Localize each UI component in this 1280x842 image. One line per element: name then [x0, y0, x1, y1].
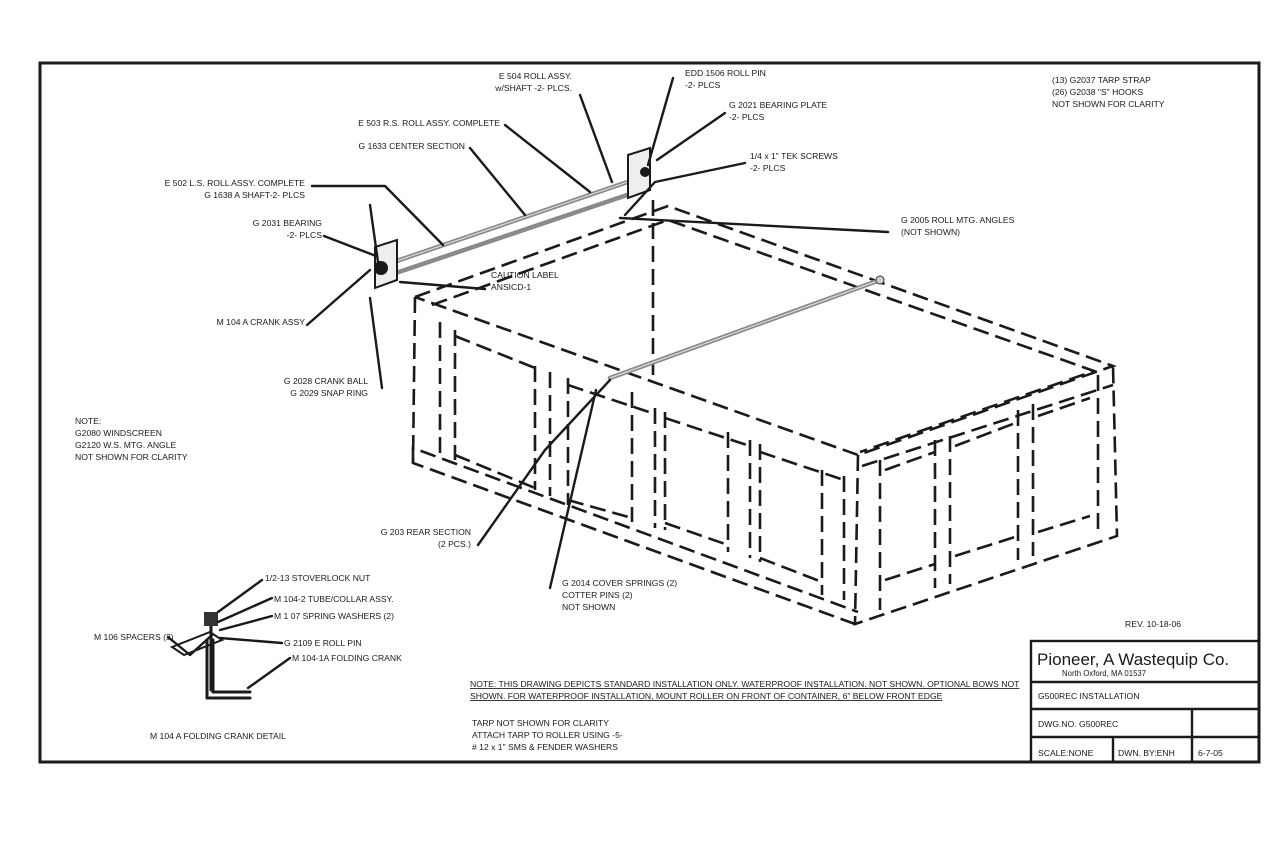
- company-name: Pioneer, A Wastequip Co.: [1037, 650, 1229, 669]
- drawing-border: [38, 61, 1261, 764]
- detail-label-nut: 1/2-13 STOVERLOCK NUT: [265, 573, 371, 583]
- roll-assembly: [374, 146, 885, 381]
- container-box: [411, 200, 1119, 626]
- callout-g2005: G 2005 ROLL MTG. ANGLES(NOT SHOWN): [901, 215, 1015, 237]
- callout-g1633: G 1633 CENTER SECTION: [359, 141, 466, 151]
- top-note: (13) G2037 TARP STRAP(26) G2038 "S" HOOK…: [1052, 75, 1165, 109]
- callout-tek: 1/4 x 1" TEK SCREWS-2- PLCS: [750, 151, 838, 173]
- leader-lines: [305, 76, 890, 590]
- installation-note: NOTE: THIS DRAWING DEPICTS STANDARD INST…: [470, 679, 1020, 701]
- drawn-by: DWN. BY:ENH: [1118, 748, 1175, 758]
- folding-crank-detail: [166, 578, 292, 700]
- detail-label-washers: M 1 07 SPRING WASHERS (2): [274, 611, 394, 621]
- callout-m104-crank: M 104 A CRANK ASSY: [217, 317, 306, 327]
- scale: SCALE:NONE: [1038, 748, 1094, 758]
- drawing-date: 6-7-05: [1198, 748, 1223, 758]
- company-location: North Oxford, MA 01537: [1062, 669, 1146, 678]
- callout-e504: E 504 ROLL ASSY.w/SHAFT -2- PLCS.: [494, 71, 572, 93]
- callout-g203: G 203 REAR SECTION(2 PCS.): [381, 527, 471, 549]
- detail-label-roll-pin: G 2109 E ROLL PIN: [284, 638, 362, 648]
- detail-label-spacers: M 106 SPACERS (3): [94, 632, 174, 642]
- drawing-number: DWG.NO. G500REC: [1038, 719, 1118, 729]
- detail-caption: M 104 A FOLDING CRANK DETAIL: [150, 731, 286, 741]
- title-block: [1029, 639, 1261, 764]
- callout-g2031: G 2031 BEARING-2- PLCS: [253, 218, 323, 240]
- callout-g2014: G 2014 COVER SPRINGS (2)COTTER PINS (2)N…: [562, 578, 677, 612]
- detail-label-folding-crank: M 104-1A FOLDING CRANK: [292, 653, 402, 663]
- callout-e503: E 503 R.S. ROLL ASSY. COMPLETE: [358, 118, 500, 128]
- revision: REV. 10-18-06: [1125, 619, 1181, 629]
- callout-edd1506: EDD 1506 ROLL PIN-2- PLCS: [685, 68, 766, 90]
- callout-g2021: G 2021 BEARING PLATE-2- PLCS: [729, 100, 827, 122]
- detail-label-tube: M 104-2 TUBE/COLLAR ASSY.: [274, 594, 394, 604]
- drawing-title: G500REC INSTALLATION: [1038, 691, 1139, 701]
